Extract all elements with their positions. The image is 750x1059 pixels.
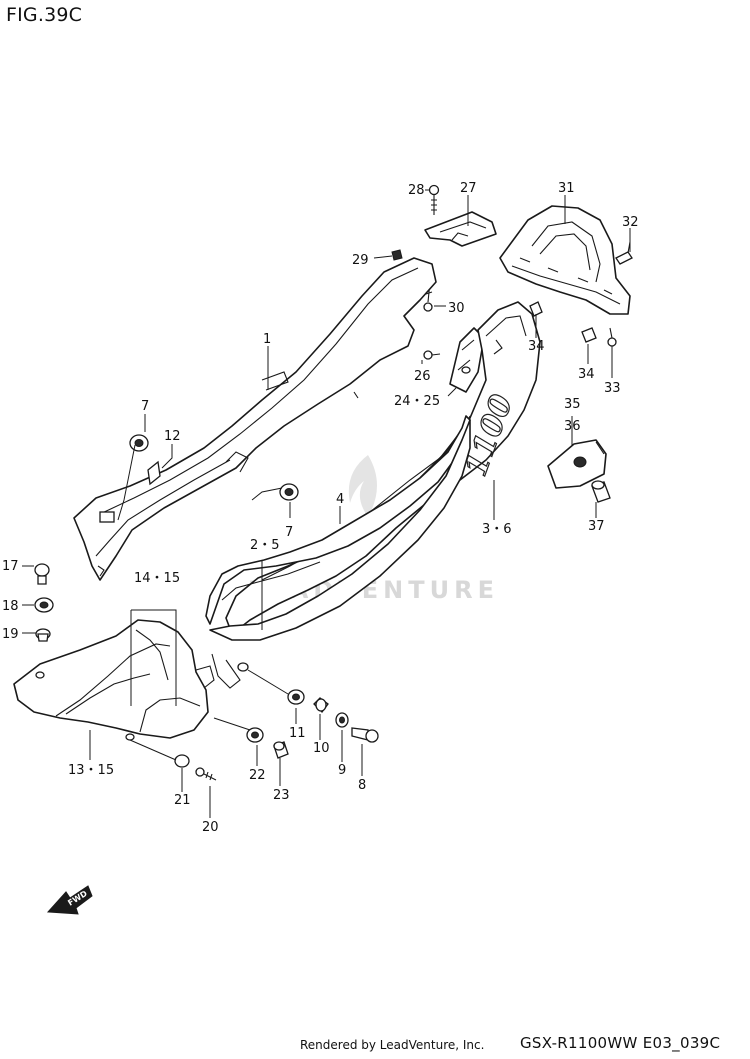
part-27-cover — [424, 211, 497, 247]
callout-34-b: 34 — [578, 367, 595, 382]
callout-35: 35 — [564, 397, 581, 412]
callout-17: 17 — [2, 559, 19, 574]
callout-11: 11 — [289, 726, 306, 741]
diagram-code: GSX-R1100WW E03_039C — [520, 1034, 721, 1052]
part-28-screw — [428, 184, 440, 215]
part-8-bolt — [351, 727, 379, 743]
callout-4: 4 — [336, 492, 344, 507]
callout-13-15: 13・15 — [68, 763, 114, 778]
part-37-collar — [591, 480, 611, 503]
callout-23: 23 — [273, 788, 290, 803]
callout-9: 9 — [338, 763, 346, 778]
part-1-frame-cover — [73, 257, 437, 581]
part-9-washer — [335, 712, 349, 728]
part-12-label — [147, 460, 161, 486]
part-4-side-panel — [205, 415, 471, 689]
callout-30: 30 — [448, 301, 465, 316]
part-18-grommet — [34, 597, 54, 613]
callout-26: 26 — [414, 369, 431, 384]
part-19-collar — [35, 628, 51, 642]
callout-29: 29 — [352, 253, 369, 268]
callout-19: 19 — [2, 627, 19, 642]
part-31-grab-rail — [499, 205, 631, 315]
part-33-screw — [607, 327, 617, 347]
callout-3-6: 3・6 — [482, 522, 512, 537]
fwd-arrow-icon: FWD — [46, 885, 93, 915]
part-29-nut — [391, 249, 403, 261]
part-7-grommet-upper — [129, 434, 149, 452]
callout-12: 12 — [164, 429, 181, 444]
callout-21: 21 — [174, 793, 191, 808]
part-11-grommet — [287, 689, 305, 705]
part-36-damper — [547, 439, 607, 489]
part-20-screw — [195, 767, 217, 781]
callout-8: 8 — [358, 778, 366, 793]
part-34-clip-b — [581, 327, 597, 343]
part-22-grommet — [246, 727, 264, 743]
part-26-screw — [423, 350, 441, 360]
callout-7-b: 7 — [285, 525, 293, 540]
callout-36: 36 — [564, 419, 581, 434]
callout-14-15: 14・15 — [134, 571, 180, 586]
callout-7-a: 7 — [141, 399, 149, 414]
callout-27: 27 — [460, 181, 477, 196]
callout-37: 37 — [588, 519, 605, 534]
rendered-by-credit: Rendered by LeadVenture, Inc. — [300, 1038, 485, 1052]
part-23-collar — [273, 741, 289, 759]
callout-31: 31 — [558, 181, 575, 196]
part-10-collar — [313, 697, 329, 713]
part-21-collar — [174, 754, 190, 768]
callout-22: 22 — [249, 768, 266, 783]
callout-10: 10 — [313, 741, 330, 756]
callout-20: 20 — [202, 820, 219, 835]
figure-title: FIG.39C — [6, 4, 83, 26]
callout-28: 28 — [408, 183, 425, 198]
callout-18: 18 — [2, 599, 19, 614]
callout-1: 1 — [263, 332, 271, 347]
part-13-14-15-lower-cover — [13, 619, 215, 741]
part-34-clip-a — [529, 301, 543, 317]
callouts: 28 27 31 32 29 30 1 34 26 34 33 24・25 7 … — [2, 181, 639, 835]
callout-33: 33 — [604, 381, 621, 396]
part-17-screw — [34, 563, 50, 585]
callout-2-5: 2・5 — [250, 538, 280, 553]
callout-32: 32 — [622, 215, 639, 230]
callout-24-25: 24・25 — [394, 394, 440, 409]
callout-34-a: 34 — [528, 339, 545, 354]
leader-lines — [22, 189, 631, 818]
part-7-grommet-lower — [279, 483, 299, 501]
